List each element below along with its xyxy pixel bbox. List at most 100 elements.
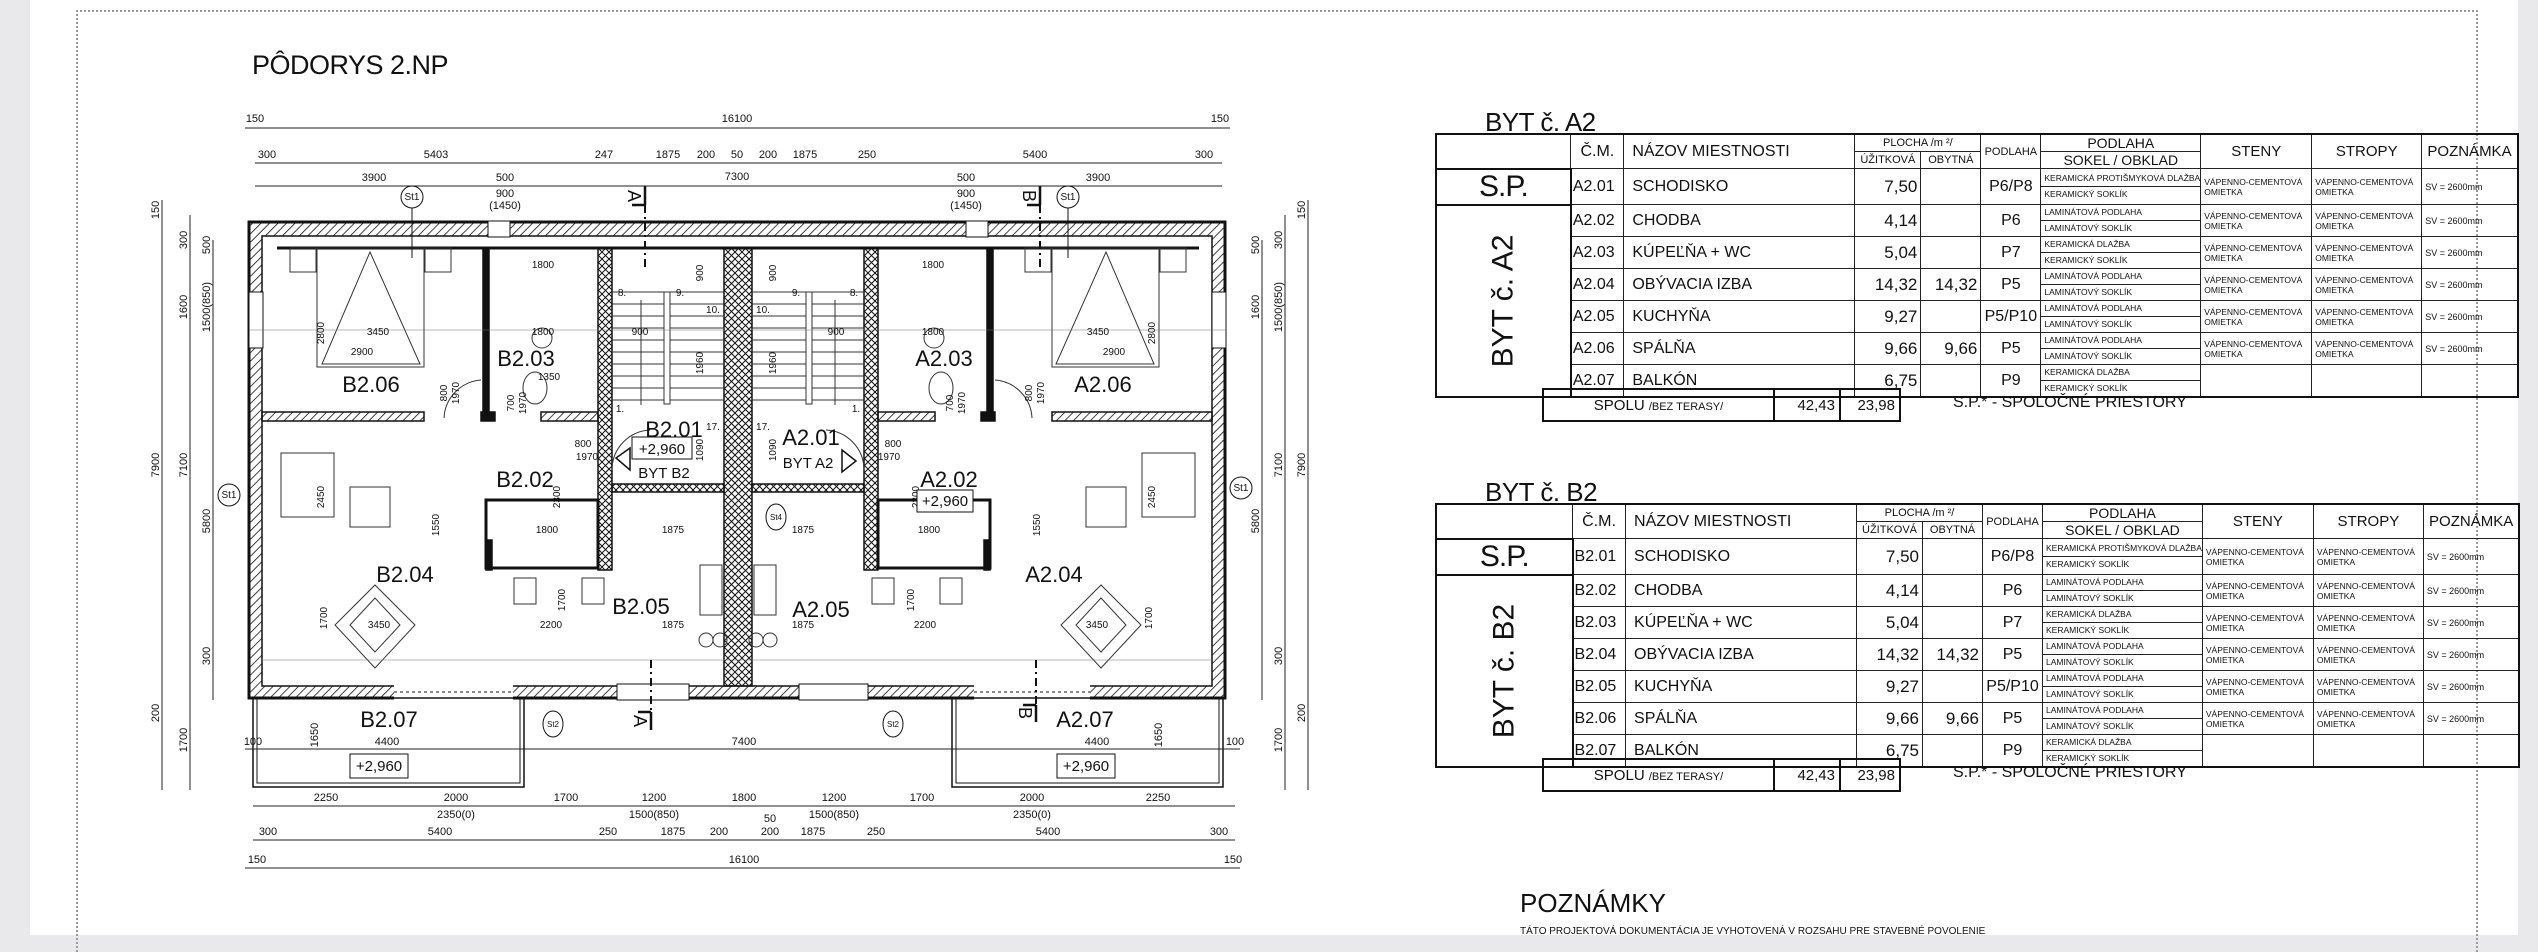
dim-bot1: 1700 [910, 792, 934, 804]
room-label-a203: A2.03 [915, 346, 973, 371]
wall-tag-st1: St1 [404, 192, 419, 203]
dim-interior: 900 [768, 264, 779, 281]
dim-bot2: 2350(0) [1013, 809, 1051, 821]
total-living: 23,98 [1839, 758, 1901, 793]
ceilings-finish: VÁPENNO-CEMENTOVÁ OMIETKA [2312, 670, 2424, 703]
room-number: A2.05 [1570, 300, 1625, 333]
area-living [1920, 300, 1982, 333]
level-mark: +2,960 [922, 493, 968, 510]
side-label-apartment: BYT č. A2 [1435, 203, 1572, 398]
dim-interior: 1700 [557, 588, 568, 611]
area-living: 9,66 [1920, 332, 1982, 365]
dim-interior: 1875 [792, 620, 815, 631]
area-living [1920, 204, 1982, 237]
skirting: KERAMICKÝ SOKLÍK [2046, 559, 2130, 569]
level-mark: +2,960 [356, 758, 402, 775]
header-ceilings: STROPY [2312, 503, 2424, 539]
dim-interior: 1800 [918, 525, 941, 536]
area-usable: 14,32 [1854, 268, 1922, 301]
dim-top2: 247 [595, 149, 613, 161]
header-floor: PODLAHA [1982, 503, 2044, 539]
dim-interior: 2900 [351, 347, 374, 358]
floor-code: P7 [1982, 606, 2044, 639]
room-label-b206: B2.06 [342, 372, 400, 397]
total-label-cell: SPOLU /BEZ TERASY/ [1542, 758, 1775, 793]
room-note: SV = 2600mm [2422, 574, 2520, 607]
entrance-label-a: BYT A2 [783, 455, 834, 472]
side-apartment-text: BYT č. A2 [1486, 234, 1520, 368]
header-sokel: SOKEL / OBKLAD [2040, 151, 2202, 169]
dim-interior: 2450 [1147, 485, 1158, 508]
dim-interior: 1800 [532, 260, 555, 271]
ceilings-finish [2311, 364, 2423, 398]
dim-bot3: 200 [710, 826, 728, 838]
room-label-a206: A2.06 [1074, 372, 1132, 397]
area-living [1920, 364, 1982, 398]
room-name: KÚPEĽŇA + WC [1623, 236, 1856, 269]
dim-top3: 3900 [1086, 172, 1110, 184]
room-name: OBÝVACIA IZBA [1625, 638, 1858, 671]
dim-interior: 1550 [1032, 513, 1043, 536]
walls-finish [2200, 364, 2313, 398]
walls-finish: VÁPENNO-CEMENTOVÁ OMIETKA [2200, 204, 2313, 237]
area-usable: 7,50 [1856, 538, 1924, 575]
dim-top3: (1450) [950, 200, 982, 212]
entrance-arrow-icon [841, 448, 858, 474]
dim-interior: 2200 [914, 620, 937, 631]
dim-left: 5800 [201, 509, 213, 533]
ceilings-finish: VÁPENNO-CEMENTOVÁ OMIETKA [2311, 332, 2423, 365]
dim-top2: 5400 [1023, 149, 1047, 161]
area-living [1922, 606, 1984, 639]
area-usable: 9,66 [1856, 702, 1924, 735]
dim-interior: 3450 [368, 620, 391, 631]
dim-bot4: 150 [1224, 854, 1242, 866]
entrance-b2: +2,960 BYT B2 [614, 436, 693, 482]
room-label-b207: B2.07 [360, 707, 418, 732]
dim-top3: 900 [496, 188, 514, 200]
header-cm: Č.M. [1570, 133, 1625, 169]
dim-bot3: 1875 [661, 826, 685, 838]
dim-interior: 2200 [540, 620, 563, 631]
legend-common-areas: S.P.* - SPOLOČNÉ PRIESTORY [1953, 764, 2187, 782]
skirting: KERAMICKÝ SOKLÍK [2046, 753, 2130, 763]
ceilings-finish: VÁPENNO-CEMENTOVÁ OMIETKA [2311, 204, 2423, 237]
legend-common-areas: S.P.* - SPOLOČNÉ PRIESTORY [1953, 394, 2187, 412]
header-floor: PODLAHA [1980, 133, 2042, 169]
header-cm: Č.M. [1572, 503, 1627, 539]
floor-code: P9 [1982, 734, 2044, 768]
dim-interior: 2800 [1147, 321, 1158, 344]
dim-left: 300 [178, 231, 190, 249]
area-living [1922, 734, 1984, 768]
room-label-b203: B2.03 [497, 346, 555, 371]
dim-left: 500 [201, 236, 213, 254]
floor-finish: KERAMICKÁ PROTIŠMYKOVÁ DLAŽBA [2041, 171, 2200, 187]
dim-bot4: 150 [248, 854, 266, 866]
dim-top3: 3900 [362, 172, 386, 184]
blank-corner [1436, 134, 1571, 169]
dim-interior: 1800 [532, 327, 555, 338]
floor-code: P6 [1982, 574, 2044, 607]
dim-interior: 800 [575, 439, 592, 450]
dim-interior: 1800 [922, 260, 945, 271]
floor-code: P5 [1980, 268, 2042, 301]
dim-balcony: 100 [244, 736, 262, 748]
side-label-sp: S.P. [1435, 167, 1572, 206]
dim-interior: 1970 [576, 452, 599, 463]
dim-interior: 1960 [768, 351, 779, 374]
total-living: 23,98 [1839, 388, 1901, 423]
area-living [1922, 538, 1984, 575]
dim-top1: 16100 [722, 113, 753, 125]
dim-top3: 500 [496, 172, 514, 184]
entrance-arrow-icon [614, 446, 631, 472]
dim-bot3: 5400 [1036, 826, 1060, 838]
